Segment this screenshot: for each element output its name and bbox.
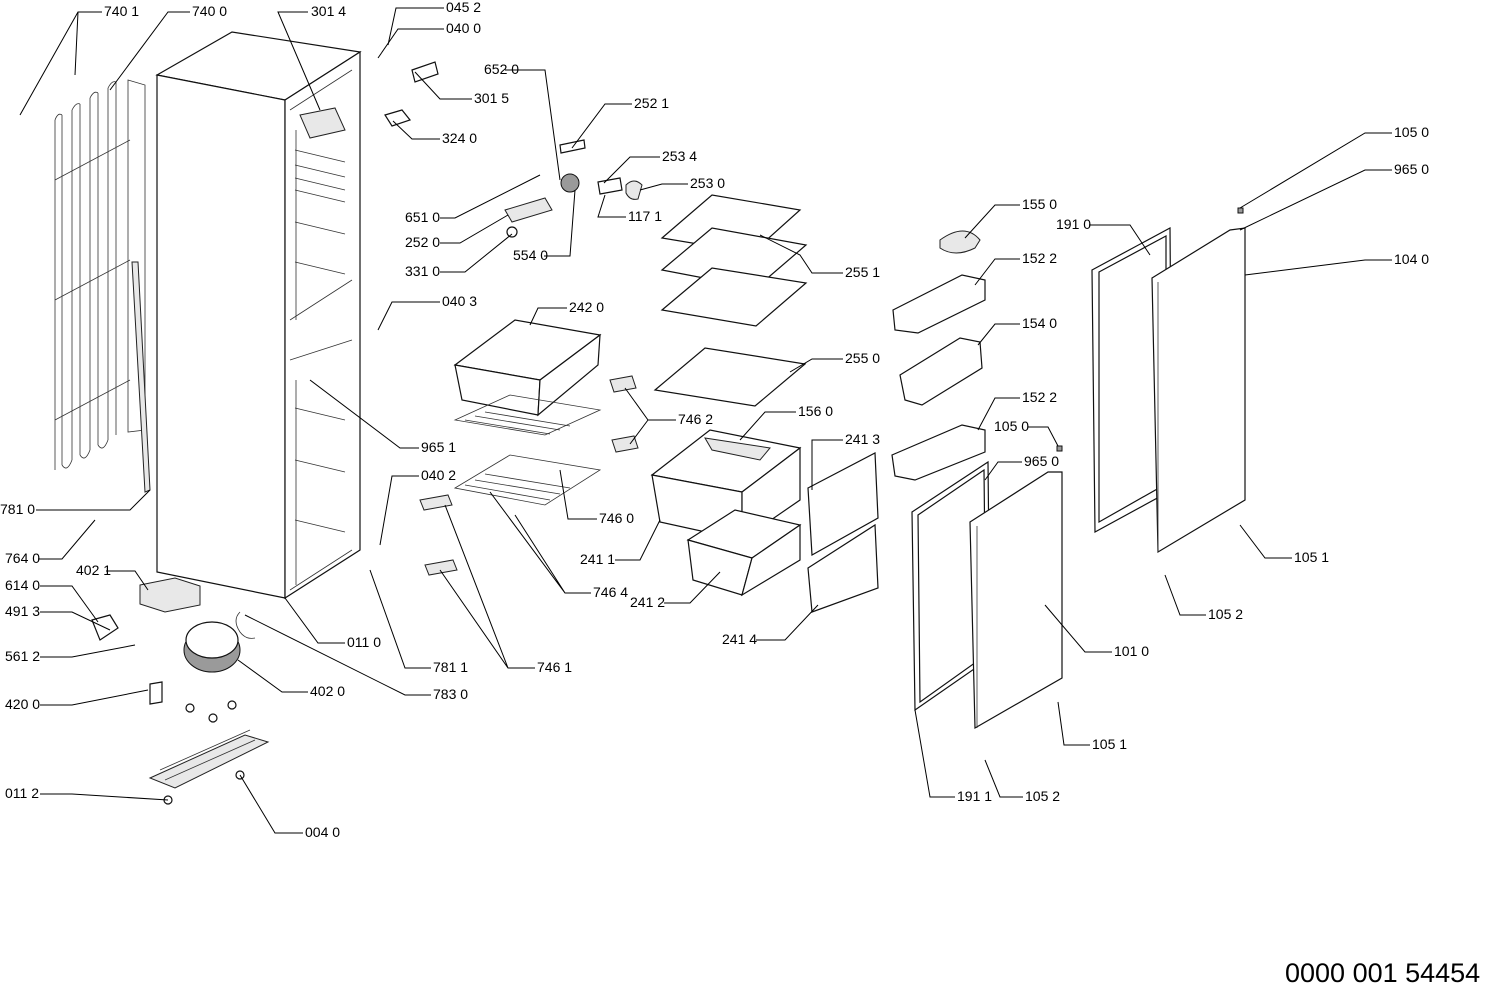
callout-label: 105 1 [1092, 736, 1127, 752]
callout-label: 252 1 [634, 95, 669, 111]
callout-label: 241 4 [722, 631, 757, 647]
callout-label: 420 0 [5, 696, 40, 712]
callout-label: 402 0 [310, 683, 345, 699]
document-number: 0000 001 54454 [1285, 958, 1480, 985]
callout-label: 746 0 [599, 510, 634, 526]
callout-label: 965 1 [421, 439, 456, 455]
callout-label: 191 0 [1056, 216, 1091, 232]
crisper-and-grids [419, 319, 639, 576]
callout-label: 152 2 [1022, 389, 1057, 405]
callout-label: 324 0 [442, 130, 477, 146]
callout-label: 255 0 [845, 350, 880, 366]
callout-label: 652 0 [484, 61, 519, 77]
callout-label: 156 0 [798, 403, 833, 419]
callout-label: 746 4 [593, 584, 628, 600]
callout-label: 746 2 [678, 411, 713, 427]
callout-label: 011 0 [347, 634, 381, 650]
callout-label: 740 1 [104, 3, 139, 19]
callout-label: 117 1 [628, 208, 662, 224]
callout-label: 105 2 [1025, 788, 1060, 804]
callout-label: 241 1 [580, 551, 615, 567]
door-bins [891, 230, 986, 481]
callout-label: 614 0 [5, 577, 40, 593]
cabinet [155, 31, 362, 600]
callout-label: 301 5 [474, 90, 509, 106]
callout-label: 101 0 [1114, 643, 1149, 659]
callout-label: 105 0 [994, 418, 1029, 434]
callout-label: 301 4 [311, 3, 346, 19]
callout-label: 040 2 [421, 467, 456, 483]
doors [911, 207, 1246, 730]
drawers [650, 429, 879, 613]
callout-label: 783 0 [433, 686, 468, 702]
callout-label: 740 0 [192, 3, 227, 19]
callout-label: 554 0 [513, 247, 548, 263]
callout-label: 253 4 [662, 148, 697, 164]
condenser-coil [54, 79, 151, 493]
callout-label: 255 1 [845, 264, 880, 280]
leader-lines [19, 7, 1392, 834]
callout-label: 004 0 [305, 824, 340, 840]
glass-shelves [653, 194, 808, 407]
callout-label: 105 1 [1294, 549, 1329, 565]
compressor-area [91, 577, 270, 805]
callout-label: 241 2 [630, 594, 665, 610]
callout-label: 764 0 [5, 550, 40, 566]
callout-label: 746 1 [537, 659, 572, 675]
callout-label: 781 0 [0, 501, 35, 517]
callout-label: 253 0 [690, 175, 725, 191]
callout-label: 105 0 [1394, 124, 1429, 140]
callout-label: 402 1 [76, 562, 111, 578]
callout-label: 651 0 [405, 209, 440, 225]
callout-label: 152 2 [1022, 250, 1057, 266]
callout-label: 561 2 [5, 648, 40, 664]
callout-label: 331 0 [405, 263, 440, 279]
callout-label: 045 2 [446, 0, 481, 15]
callout-label: 011 2 [5, 785, 39, 801]
callout-label: 154 0 [1022, 315, 1057, 331]
callout-label: 105 2 [1208, 606, 1243, 622]
callout-label: 040 3 [442, 293, 477, 309]
callout-label: 155 0 [1022, 196, 1057, 212]
callout-label: 491 3 [5, 603, 40, 619]
callout-label: 242 0 [569, 299, 604, 315]
callout-label: 965 0 [1024, 453, 1059, 469]
callout-label: 965 0 [1394, 161, 1429, 177]
callout-label: 252 0 [405, 234, 440, 250]
callout-labels: 740 1 740 0 301 4 045 2 040 0 652 0 301 … [0, 0, 1429, 840]
callout-label: 191 1 [957, 788, 992, 804]
callout-label: 104 0 [1394, 251, 1429, 267]
callout-label: 781 1 [433, 659, 468, 675]
callout-label: 040 0 [446, 20, 481, 36]
callout-label: 241 3 [845, 431, 880, 447]
